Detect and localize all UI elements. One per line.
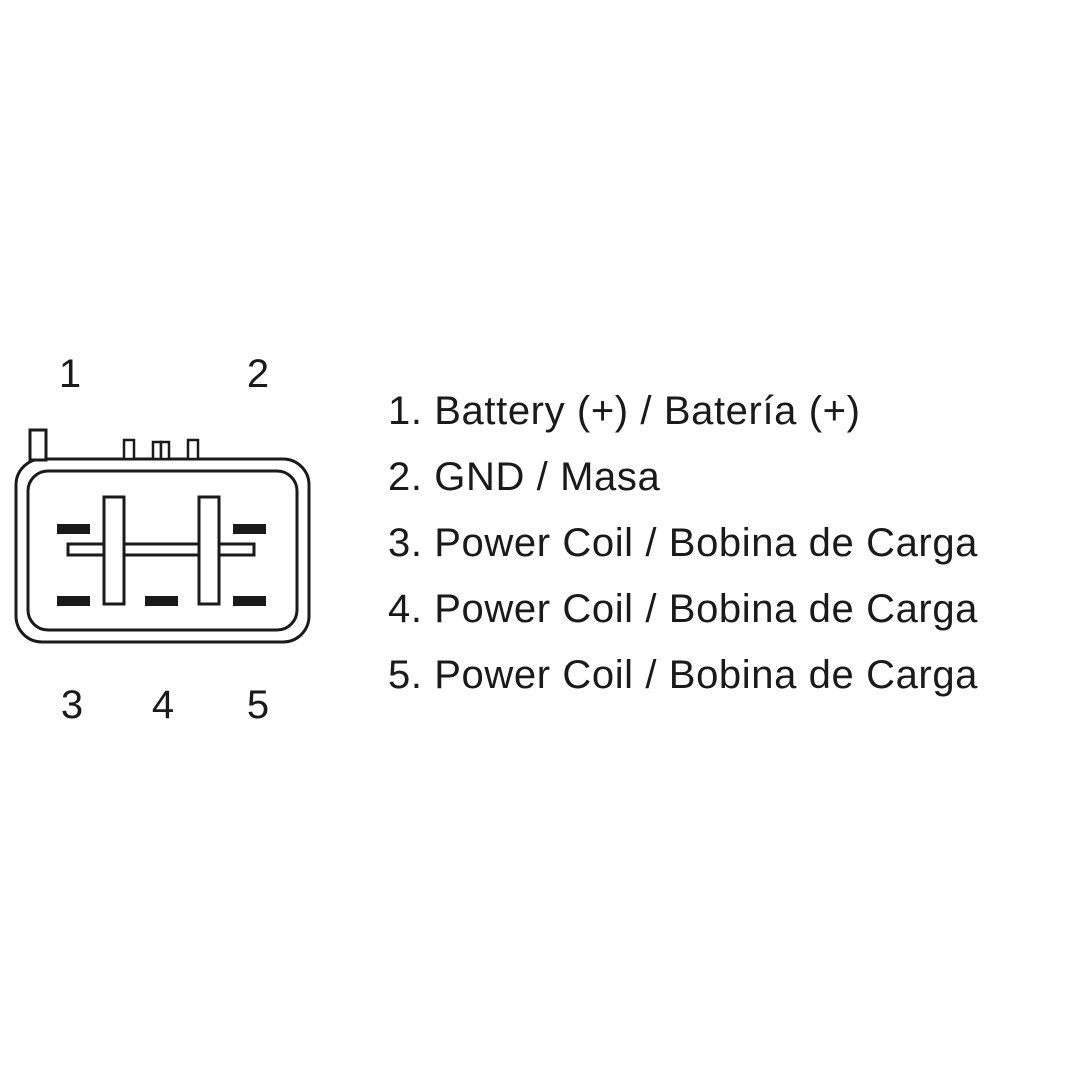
legend-item-1: 1. Battery (+) / Batería (+) xyxy=(388,389,861,433)
legend-item-5: 5. Power Coil / Bobina de Carga xyxy=(388,653,979,697)
legend-item-3: 3. Power Coil / Bobina de Carga xyxy=(388,521,979,565)
pin-legend: 1. Battery (+) / Batería (+) 2. GND / Ma… xyxy=(388,378,978,708)
terminal-pins xyxy=(57,524,266,606)
terminal-pin-2 xyxy=(233,524,266,534)
top-keys xyxy=(122,438,200,461)
legend-item-2: 2. GND / Masa xyxy=(388,455,661,499)
pin-label-1: 1 xyxy=(59,352,81,396)
pin-label-5: 5 xyxy=(247,683,269,727)
pin-label-2: 2 xyxy=(247,352,269,396)
center-key xyxy=(66,495,256,606)
legend-item-4: 4. Power Coil / Bobina de Carga xyxy=(388,587,979,631)
terminal-pin-3 xyxy=(57,596,90,606)
locking-tab xyxy=(28,428,48,462)
terminal-pin-4 xyxy=(145,596,178,606)
pin-label-4: 4 xyxy=(152,683,174,727)
terminal-pin-1 xyxy=(57,524,90,534)
pin-label-3: 3 xyxy=(61,683,83,727)
terminal-pin-5 xyxy=(233,596,266,606)
